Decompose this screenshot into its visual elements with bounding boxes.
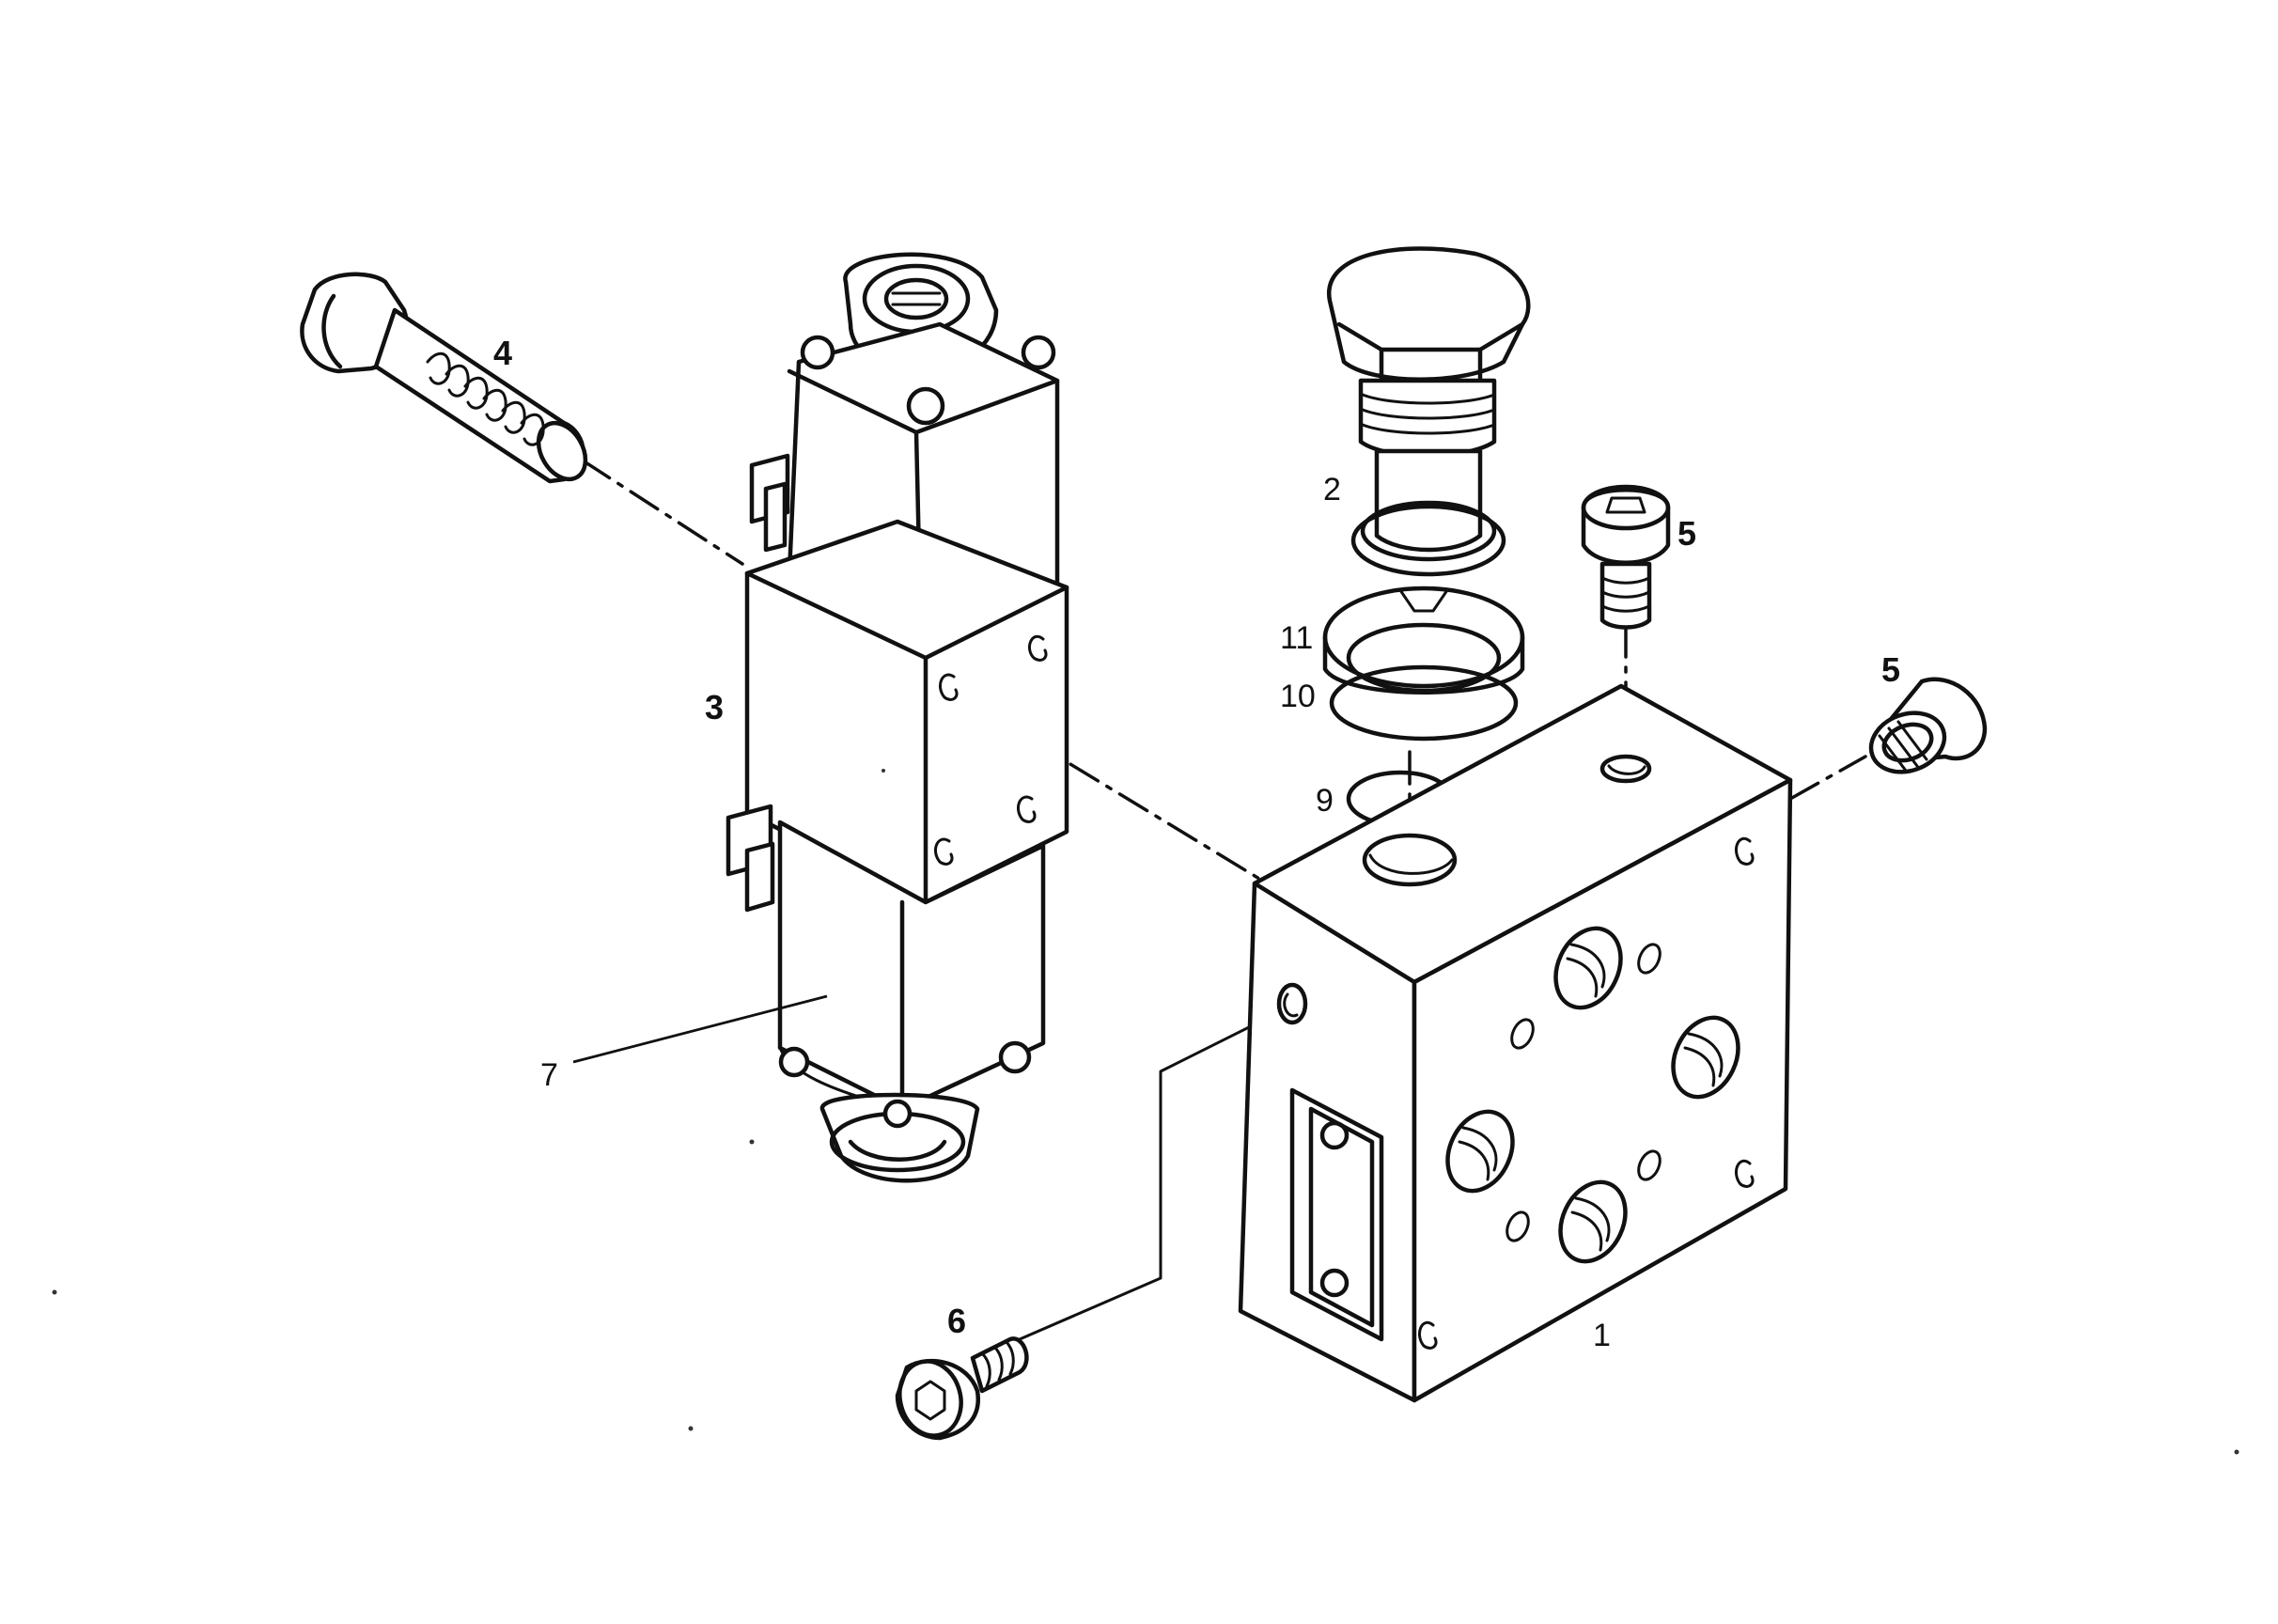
callout-9: 9 bbox=[1316, 783, 1334, 819]
callout-labels: 4 3 7 2 11 10 9 5 5 1 6 bbox=[493, 334, 1900, 1353]
block-front-face bbox=[1412, 777, 1793, 1403]
callout-10: 10 bbox=[1280, 679, 1316, 714]
callout-1: 1 bbox=[1593, 1318, 1611, 1353]
plug-part-2 bbox=[1326, 246, 1531, 577]
ring-part-11 bbox=[1322, 586, 1525, 695]
axis-screw-6 bbox=[1018, 1004, 1294, 1341]
callout-6: 6 bbox=[947, 1302, 966, 1340]
manifold-block-part-1 bbox=[1238, 683, 1793, 1403]
screw-part-6 bbox=[895, 1336, 1029, 1441]
bolt-part-4 bbox=[300, 272, 588, 484]
callout-4: 4 bbox=[493, 334, 512, 372]
axis-bolt-4 bbox=[581, 459, 744, 566]
callout-7: 7 bbox=[540, 1057, 558, 1093]
bolt-thread bbox=[426, 351, 545, 446]
leader-part-7 bbox=[572, 994, 828, 1064]
solenoid-part-7 bbox=[777, 820, 1046, 1183]
block-ports bbox=[1445, 926, 1740, 1264]
directional-valve-part-3 bbox=[726, 252, 1069, 913]
block-side-plate bbox=[1289, 1087, 1384, 1342]
callout-5-top: 5 bbox=[1677, 514, 1696, 553]
callout-2: 2 bbox=[1323, 472, 1341, 508]
callout-11: 11 bbox=[1280, 620, 1313, 656]
valve-body-holes bbox=[934, 635, 1048, 866]
plug-hex-head bbox=[1326, 246, 1531, 382]
screw-part-5-top bbox=[1581, 484, 1671, 630]
ring-part-10 bbox=[1329, 664, 1519, 742]
plug-part-5-side bbox=[1868, 677, 1988, 774]
callout-3: 3 bbox=[705, 688, 724, 726]
block-corner-holes bbox=[1418, 837, 1755, 1350]
plug-stem bbox=[1374, 448, 1483, 553]
block-small-holes bbox=[1506, 943, 1662, 1242]
scan-specks bbox=[52, 769, 2239, 1455]
axis-plug-5-side bbox=[1788, 755, 1867, 801]
leader-lines bbox=[572, 994, 828, 1064]
block-port-threads bbox=[1458, 943, 1724, 1252]
callout-5-side: 5 bbox=[1881, 650, 1900, 689]
